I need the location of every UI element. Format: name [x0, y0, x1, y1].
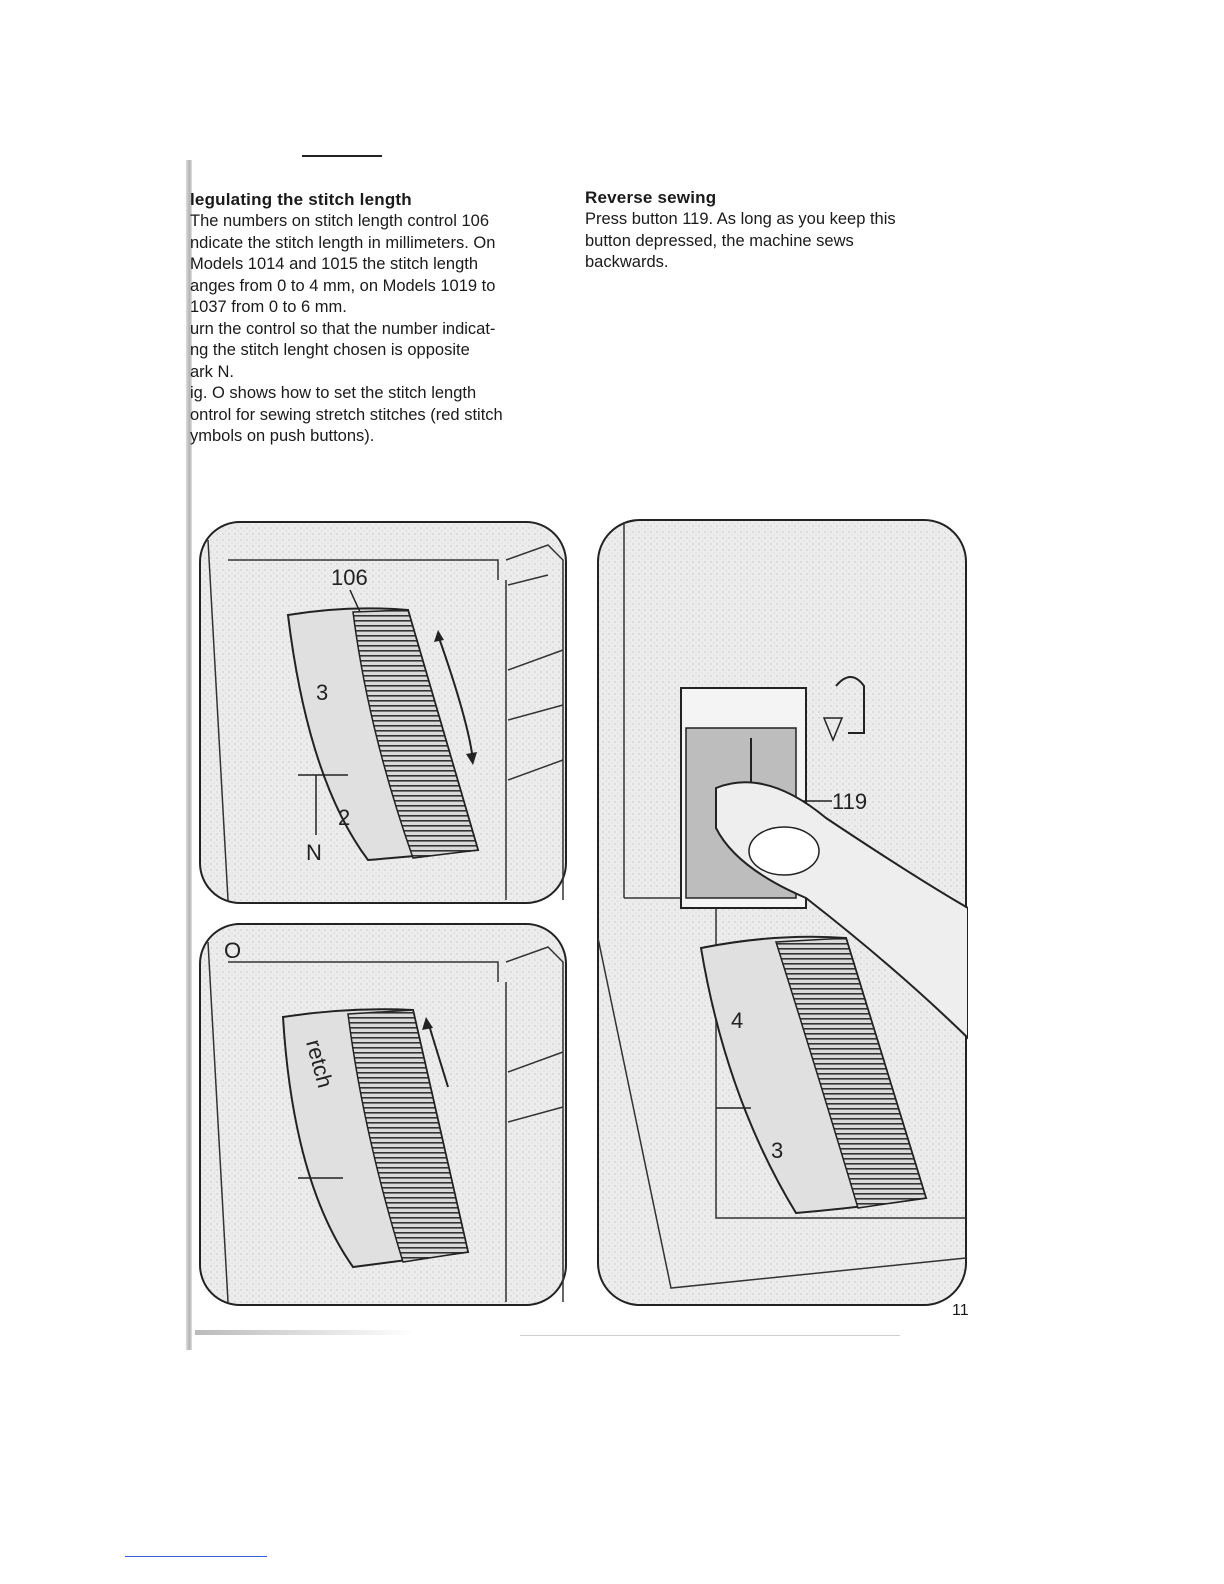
figure-label-o: O	[224, 938, 241, 963]
section-reverse-sewing: Reverse sewing Press button 119. As long…	[585, 188, 965, 274]
section-body-reverse-sewing: Press button 119. As long as you keep th…	[585, 210, 896, 271]
bottom-rule	[125, 1556, 267, 1557]
callout-106: 106	[331, 565, 368, 590]
section-heading-reverse-sewing: Reverse sewing	[585, 188, 717, 207]
page-number: 11	[952, 1302, 969, 1319]
section-body-stitch-length: The numbers on stitch length control 106…	[190, 212, 503, 445]
mark-label-n: N	[306, 840, 322, 865]
section-stitch-length: legulating the stitch length The numbers…	[190, 190, 565, 448]
callout-119: 119	[832, 789, 867, 814]
scan-smudge	[195, 1330, 415, 1335]
page-binding-shadow	[186, 160, 192, 1350]
dial-numeral-bottom: 2	[338, 805, 350, 830]
figure-stretch-stitch-dial: O retch	[198, 922, 568, 1307]
dial-numeral-bottom: 3	[771, 1138, 783, 1163]
scan-line	[520, 1335, 900, 1336]
dial-numeral-top: 3	[316, 680, 328, 705]
dial-numeral-top: 4	[731, 1008, 743, 1033]
figure-reverse-button: 119 4 3	[596, 518, 968, 1308]
top-rule	[302, 155, 382, 157]
figure-stitch-length-dial: 106 3 2 N	[198, 520, 568, 905]
section-heading-stitch-length: legulating the stitch length	[190, 190, 412, 209]
